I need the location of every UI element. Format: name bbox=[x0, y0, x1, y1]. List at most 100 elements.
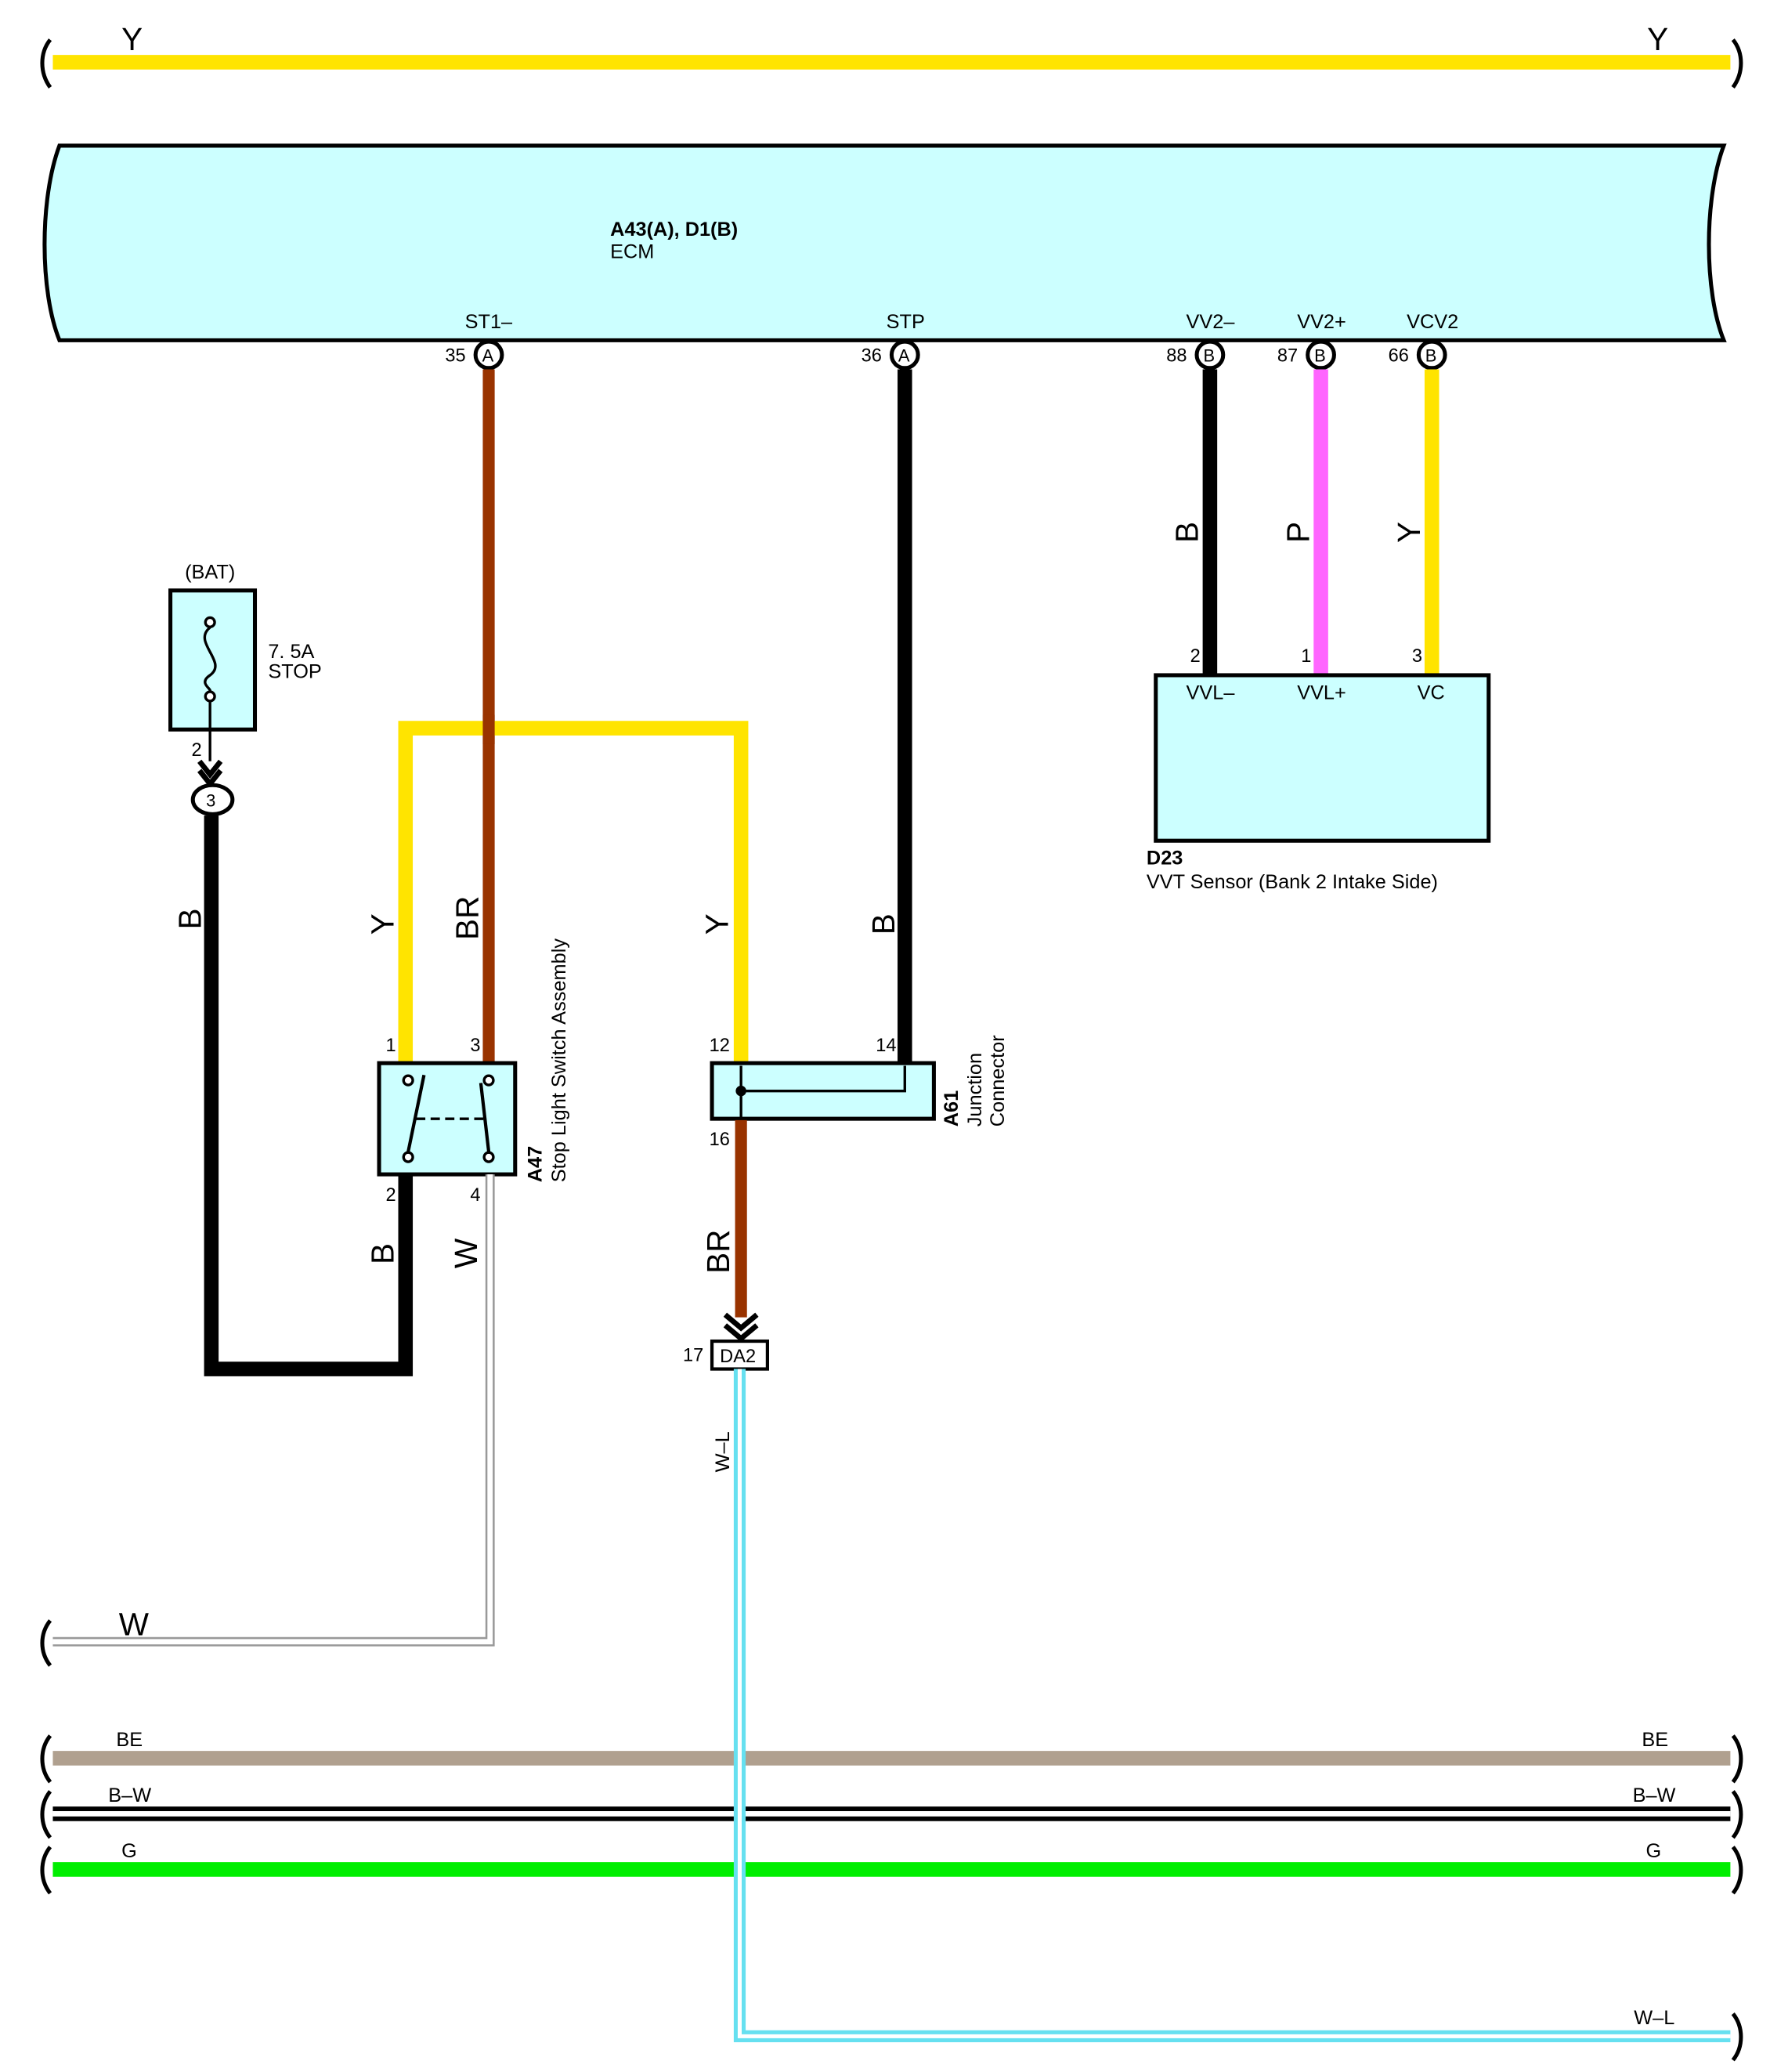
wire-color-label: B–W bbox=[1633, 1785, 1676, 1806]
vvt-pin-number: 3 bbox=[1412, 646, 1422, 667]
stop-light-switch: 1 3 2 4 A47 Stop Light Switch Assembly bbox=[377, 938, 570, 1206]
wire-color-label: BR bbox=[450, 896, 486, 940]
junction-name: Connector bbox=[987, 1035, 1009, 1126]
vvt-sensor-box bbox=[1154, 673, 1491, 843]
ecm-pin-vv2-minus: VV2– 88 B bbox=[1166, 311, 1236, 371]
wire-w-inner bbox=[52, 1174, 493, 1645]
wire-color-label: Y bbox=[1647, 21, 1668, 57]
wire-color-label: Y bbox=[365, 913, 401, 935]
wire-wl-inner bbox=[737, 1369, 1731, 2038]
pin-signal-label: VV2– bbox=[1187, 311, 1236, 333]
ecm-name: ECM bbox=[610, 241, 654, 263]
wire-color-label: BR bbox=[700, 1230, 736, 1274]
ecm-pin-vcv2: VCV2 66 B bbox=[1389, 311, 1458, 371]
switch-name: Stop Light Switch Assembly bbox=[548, 938, 570, 1183]
break-mark-right bbox=[1731, 1846, 1743, 1895]
da2-label: DA2 bbox=[720, 1347, 756, 1367]
wire-color-label: W–L bbox=[1634, 2007, 1674, 2029]
pin-connector-letter: B bbox=[1425, 345, 1437, 365]
wire-w-switch-to-bus bbox=[52, 1174, 495, 1647]
break-mark-left bbox=[40, 1619, 52, 1667]
wire-wl-outer bbox=[733, 1369, 1731, 2042]
wire-color-label: Y bbox=[699, 913, 735, 935]
switch-pin-number: 3 bbox=[470, 1036, 480, 1056]
vvt-pin-number: 1 bbox=[1301, 646, 1311, 667]
switch-pin-number: 4 bbox=[470, 1185, 480, 1206]
break-mark-right bbox=[1731, 1790, 1743, 1839]
fuse-rating: 7. 5A bbox=[268, 641, 314, 663]
pin-number: 87 bbox=[1277, 345, 1298, 366]
da2-box bbox=[710, 1339, 770, 1371]
vvt-sensor-code: D23 bbox=[1147, 848, 1183, 870]
pin-number: 66 bbox=[1389, 345, 1409, 366]
fuse-stop: (BAT) 7. 5A STOP 2 3 bbox=[168, 562, 322, 816]
bus-yellow-top: Y Y bbox=[40, 21, 1743, 89]
switch-contact bbox=[402, 1074, 414, 1087]
wire-color-label: P bbox=[1280, 522, 1316, 543]
fuse-group-label: (BAT) bbox=[185, 562, 235, 584]
break-mark-right bbox=[1731, 2012, 1743, 2062]
junction-pin-number: 14 bbox=[876, 1036, 896, 1056]
wire-color-label: G bbox=[1645, 1840, 1661, 1862]
fuse-element-icon bbox=[203, 626, 217, 692]
pin-connector-circle bbox=[1194, 339, 1226, 371]
vvt-sensor: 2 1 3 VVL– VVL+ VC D23 VVT Sensor (Bank … bbox=[1147, 646, 1491, 893]
wire-color-label: B bbox=[365, 1243, 401, 1264]
pin-connector-letter: A bbox=[898, 345, 910, 365]
break-mark-left bbox=[40, 1790, 52, 1839]
junction-dot bbox=[735, 1085, 746, 1097]
pin-signal-label: STP bbox=[887, 311, 925, 333]
wire-color-label: BE bbox=[116, 1729, 143, 1751]
wire-color-label: W bbox=[448, 1238, 484, 1268]
break-mark-right bbox=[1731, 38, 1743, 89]
switch-contact bbox=[482, 1151, 495, 1163]
wire-color-label: B bbox=[1169, 522, 1205, 543]
bus-g: G G bbox=[40, 1840, 1743, 1895]
switch-pin-number: 2 bbox=[385, 1185, 396, 1206]
fuse-pin-number: 2 bbox=[192, 740, 202, 761]
wire-color-label: B–W bbox=[108, 1785, 151, 1806]
switch-contact bbox=[482, 1074, 495, 1087]
fuse-terminal bbox=[204, 690, 216, 703]
pin-number: 88 bbox=[1166, 345, 1187, 366]
junction-connector: 12 14 16 A61 Junction Connector bbox=[710, 1035, 1009, 1150]
vvt-pin-signal: VC bbox=[1418, 682, 1445, 703]
fuse-terminal bbox=[204, 616, 216, 628]
ecm-pin-vv2-plus: VV2+ 87 B bbox=[1277, 311, 1346, 371]
wire-color-label: BE bbox=[1642, 1729, 1668, 1751]
wire-color-label: B bbox=[865, 913, 901, 935]
ecm-code: A43(A), D1(B) bbox=[610, 219, 738, 240]
ecm-outline bbox=[42, 143, 1727, 342]
bus-bw: B–W B–W bbox=[40, 1785, 1743, 1839]
pin-connector-circle bbox=[473, 339, 504, 371]
connector-arrow-icon bbox=[723, 1312, 759, 1343]
break-mark-left bbox=[40, 38, 52, 89]
connector-da2: 17 DA2 bbox=[683, 1339, 770, 1371]
vvt-pin-number: 2 bbox=[1190, 646, 1201, 667]
wire-wl: W–L W–L bbox=[712, 1369, 1743, 2062]
pin-signal-label: VCV2 bbox=[1407, 311, 1458, 333]
da2-pin-number: 17 bbox=[683, 1345, 703, 1365]
bus-be: BE BE bbox=[40, 1729, 1743, 1784]
break-mark-left bbox=[40, 1846, 52, 1895]
wire-color-label: B bbox=[172, 908, 208, 929]
fuse-name: STOP bbox=[268, 660, 321, 682]
wire-color-label: W bbox=[119, 1606, 150, 1642]
junction-name: Junction bbox=[964, 1053, 986, 1126]
wire-color-label: Y bbox=[1391, 522, 1427, 543]
junction-oval bbox=[190, 783, 235, 816]
ecm-pin-st1: ST1– 35 A bbox=[445, 311, 513, 371]
junction-pin-number: 16 bbox=[710, 1130, 730, 1150]
wire-color-label: G bbox=[121, 1840, 137, 1862]
ecm-box: A43(A), D1(B) ECM bbox=[42, 143, 1727, 342]
junction-number: 3 bbox=[206, 790, 215, 810]
wire-color-label: W–L bbox=[712, 1431, 734, 1472]
break-mark-left bbox=[40, 1734, 52, 1784]
pin-signal-label: ST1– bbox=[465, 311, 513, 333]
pin-connector-circle bbox=[889, 339, 920, 371]
switch-pin-number: 1 bbox=[385, 1036, 396, 1056]
switch-contact bbox=[402, 1151, 414, 1163]
switch-blade-icon bbox=[406, 1074, 426, 1152]
pin-connector-circle bbox=[1306, 339, 1336, 371]
junction-code: A61 bbox=[941, 1090, 963, 1126]
